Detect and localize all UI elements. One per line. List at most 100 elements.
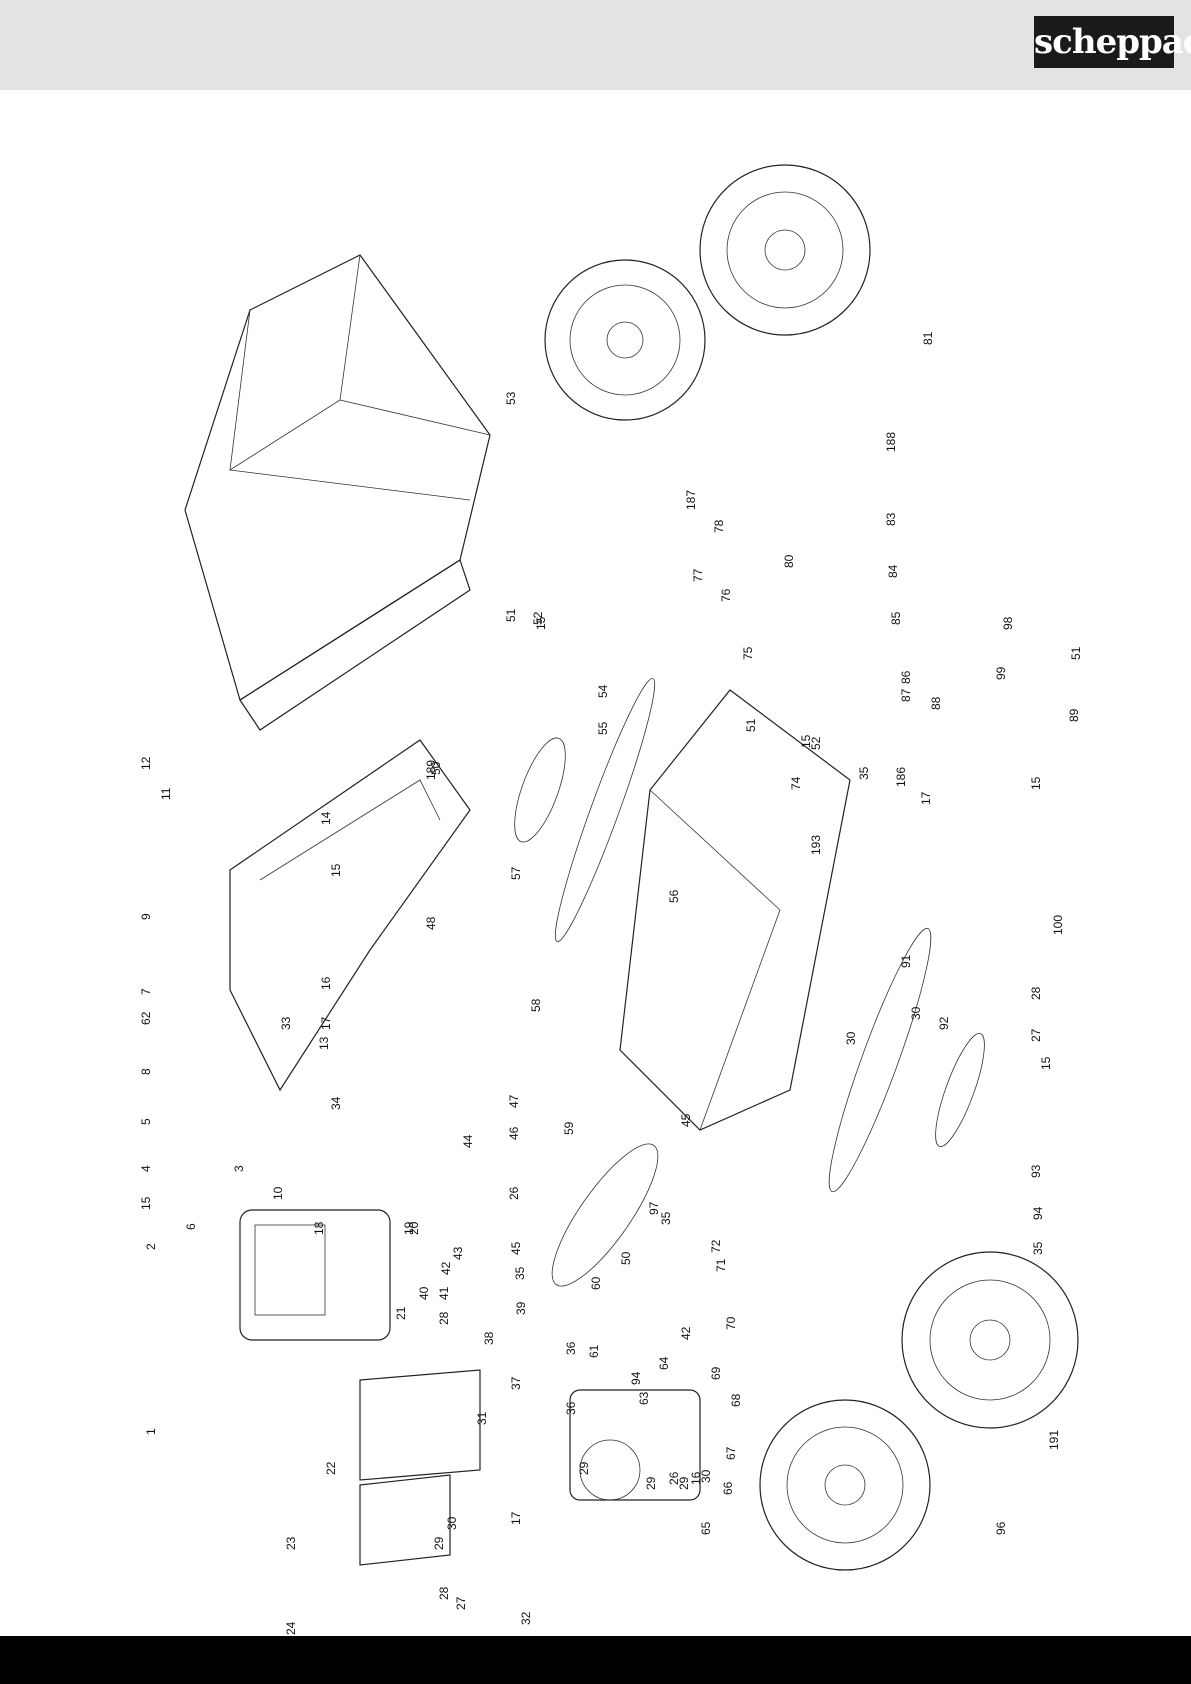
part-label: 53 xyxy=(504,391,518,405)
part-label: 5 xyxy=(139,1118,153,1125)
part-label: 85 xyxy=(889,611,903,625)
part-label: 29 xyxy=(432,1536,446,1550)
part-label: 70 xyxy=(724,1316,738,1330)
v-belt xyxy=(551,1143,659,1287)
part-label: 51 xyxy=(1069,646,1083,660)
part-label: 27 xyxy=(1029,1028,1043,1042)
part-label: 29 xyxy=(577,1461,591,1475)
part-label: 68 xyxy=(729,1393,743,1407)
part-label: 99 xyxy=(994,666,1008,680)
part-label: 15 xyxy=(1039,1056,1053,1070)
chassis-frame xyxy=(619,689,851,1131)
part-label: 35 xyxy=(659,1211,673,1225)
part-label: 65 xyxy=(699,1521,713,1535)
part-label: 54 xyxy=(596,684,610,698)
part-label: 45 xyxy=(679,1113,693,1127)
part-label: 91 xyxy=(899,954,913,968)
part-label: 13 xyxy=(317,1036,331,1050)
brand-logo: scheppach xyxy=(1034,16,1191,68)
part-label: 45 xyxy=(509,1241,523,1255)
part-label: 32 xyxy=(519,1611,533,1625)
part-label: 86 xyxy=(899,670,913,684)
part-label: 67 xyxy=(724,1446,738,1460)
part-label: 59 xyxy=(562,1121,576,1135)
part-label: 80 xyxy=(782,554,796,568)
part-label: 29 xyxy=(677,1476,691,1490)
part-label: 30 xyxy=(699,1469,713,1483)
part-label: 37 xyxy=(509,1376,523,1390)
part-label: 87 xyxy=(899,688,913,702)
part-label: 20 xyxy=(407,1221,421,1235)
part-label: 4 xyxy=(139,1165,153,1172)
part-label: 96 xyxy=(994,1521,1008,1535)
part-label: 11 xyxy=(159,787,173,800)
part-label: 75 xyxy=(741,646,755,660)
part-label: 66 xyxy=(721,1481,735,1495)
part-label: 10 xyxy=(271,1186,285,1200)
part-label: 39 xyxy=(514,1301,528,1315)
part-label: 35 xyxy=(1031,1241,1045,1255)
part-label: 186 xyxy=(894,767,908,787)
part-label: 26 xyxy=(507,1186,521,1200)
part-label: 98 xyxy=(1001,616,1015,630)
part-label: 69 xyxy=(709,1366,723,1380)
part-label: 8 xyxy=(139,1068,153,1075)
part-label: 100 xyxy=(1051,915,1065,935)
part-label: 60 xyxy=(589,1276,603,1290)
dump-bucket xyxy=(184,254,491,731)
part-label: 193 xyxy=(809,835,823,855)
part-label: 55 xyxy=(596,721,610,735)
part-label: 41 xyxy=(437,1286,451,1300)
exploded-parts-diagram: 1234567891011121314151515151515161617171… xyxy=(139,164,1083,1635)
part-label: 51 xyxy=(504,608,518,622)
part-label: 14 xyxy=(319,811,333,825)
part-label: 21 xyxy=(394,1306,408,1320)
part-label: 57 xyxy=(509,866,523,880)
part-label: 50 xyxy=(619,1251,633,1265)
part-label: 22 xyxy=(324,1461,338,1475)
part-label: 43 xyxy=(451,1246,465,1260)
wheel-rear-right xyxy=(699,164,871,336)
wheel-rear-left xyxy=(544,259,706,421)
part-label: 28 xyxy=(1029,986,1043,1000)
part-label: 28 xyxy=(437,1311,451,1325)
part-label: 74 xyxy=(789,776,803,790)
part-label: 81 xyxy=(921,331,935,345)
part-label: 97 xyxy=(647,1201,661,1215)
part-label: 64 xyxy=(657,1356,671,1370)
part-label: 16 xyxy=(689,1471,703,1485)
part-label: 17 xyxy=(509,1511,523,1525)
part-label: 28 xyxy=(437,1586,451,1600)
part-label: 61 xyxy=(587,1344,601,1358)
part-label: 94 xyxy=(629,1371,643,1385)
part-label: 18 xyxy=(312,1221,326,1235)
part-label: 3 xyxy=(232,1165,246,1172)
part-label: 27 xyxy=(454,1596,468,1610)
part-label: 12 xyxy=(139,756,153,770)
drive-chains xyxy=(514,677,985,1193)
part-label: 1 xyxy=(144,1428,158,1435)
part-label: 15 xyxy=(1029,776,1043,790)
part-label: 83 xyxy=(884,512,898,526)
part-label: 42 xyxy=(679,1326,693,1340)
part-label: 191 xyxy=(1047,1430,1061,1450)
part-label: 38 xyxy=(482,1331,496,1345)
part-label: 15 xyxy=(534,616,548,630)
part-label: 35 xyxy=(857,766,871,780)
part-label: 52 xyxy=(809,736,823,750)
part-label: 30 xyxy=(909,1006,923,1020)
part-label: 26 xyxy=(667,1471,681,1485)
part-label: 84 xyxy=(886,564,900,578)
part-label: 77 xyxy=(691,568,705,582)
part-label: 48 xyxy=(424,916,438,930)
part-number-labels: 1234567891011121314151515151515161617171… xyxy=(139,331,1083,1635)
part-label: 46 xyxy=(507,1126,521,1140)
part-label: 51 xyxy=(744,718,758,732)
part-label: 30 xyxy=(844,1031,858,1045)
part-label: 16 xyxy=(319,976,333,990)
part-label: 35 xyxy=(513,1266,527,1280)
wheel-front-right xyxy=(901,1251,1079,1429)
part-label: 47 xyxy=(507,1094,521,1108)
part-label: 50 xyxy=(429,761,443,775)
part-label: 17 xyxy=(919,791,933,805)
